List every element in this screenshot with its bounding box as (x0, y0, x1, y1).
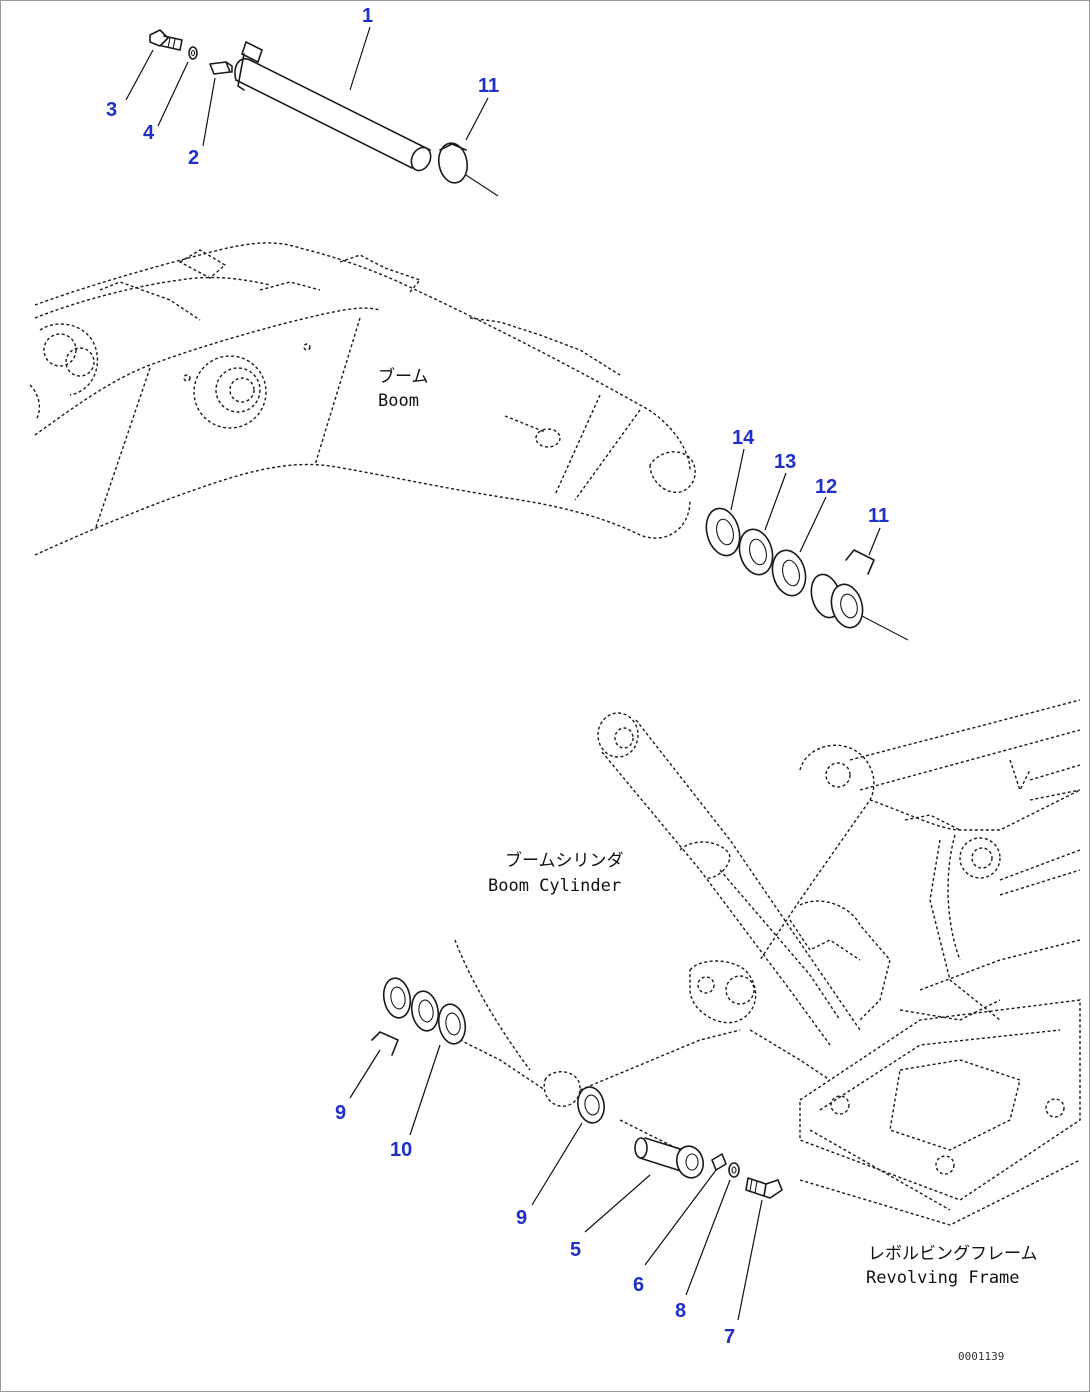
boom-cylinder-label-en: Boom Cylinder (488, 876, 621, 896)
part-shim-13 (738, 528, 774, 576)
part-bolt-3 (149, 29, 183, 51)
callout-4: 4 (143, 122, 155, 144)
boom-structure (29, 242, 696, 556)
callout-1: 1 (362, 5, 373, 27)
part-stopper-6 (711, 1153, 727, 1171)
part-washer-8 (728, 1162, 740, 1178)
callout-14: 14 (732, 427, 755, 449)
leader-lines (125, 26, 881, 1321)
callout-9-right: 9 (516, 1207, 527, 1229)
part-shim-10-a (410, 990, 440, 1032)
part-washer-4 (188, 46, 198, 60)
callout-8: 8 (675, 1300, 686, 1322)
frame-label-jp: レボルビングフレーム (868, 1244, 1038, 1264)
callout-10: 10 (390, 1139, 412, 1161)
part-shim-9-right (577, 1086, 605, 1124)
frame-label-en: Revolving Frame (866, 1268, 1020, 1288)
boom-label-jp: ブーム (378, 366, 429, 387)
part-shim-14 (705, 507, 741, 557)
callout-5: 5 (570, 1239, 581, 1261)
callout-11-top: 11 (478, 75, 499, 97)
part-shim-12 (771, 549, 807, 597)
callout-13: 13 (774, 451, 796, 473)
part-shim-10-b (437, 1003, 467, 1045)
boom-cylinder (597, 712, 861, 1046)
part-stopper-2 (209, 61, 233, 75)
part-pin-1 (234, 41, 432, 172)
boom-cylinder-label-jp: ブームシリンダ (505, 850, 624, 871)
callout-11-mid: 11 (868, 505, 889, 527)
part-shim-9-left (371, 977, 412, 1056)
callout-3: 3 (106, 99, 117, 121)
callout-numbers: 1 2 3 4 11 14 13 12 11 9 10 9 5 6 8 7 (106, 5, 889, 1348)
callout-12: 12 (815, 476, 837, 498)
callout-6: 6 (633, 1274, 644, 1296)
callout-7: 7 (724, 1326, 735, 1348)
boom-label-en: Boom (378, 391, 419, 411)
callout-2: 2 (188, 147, 199, 169)
part-bolt-7 (745, 1177, 783, 1199)
revolving-frame (689, 699, 1081, 1226)
part-pin-5 (634, 1137, 705, 1179)
part-shim-11-top (437, 142, 499, 197)
drawing-code: 0001139 (958, 1350, 1004, 1363)
callout-9-left: 9 (335, 1102, 346, 1124)
part-shim-11-mid (810, 549, 909, 641)
